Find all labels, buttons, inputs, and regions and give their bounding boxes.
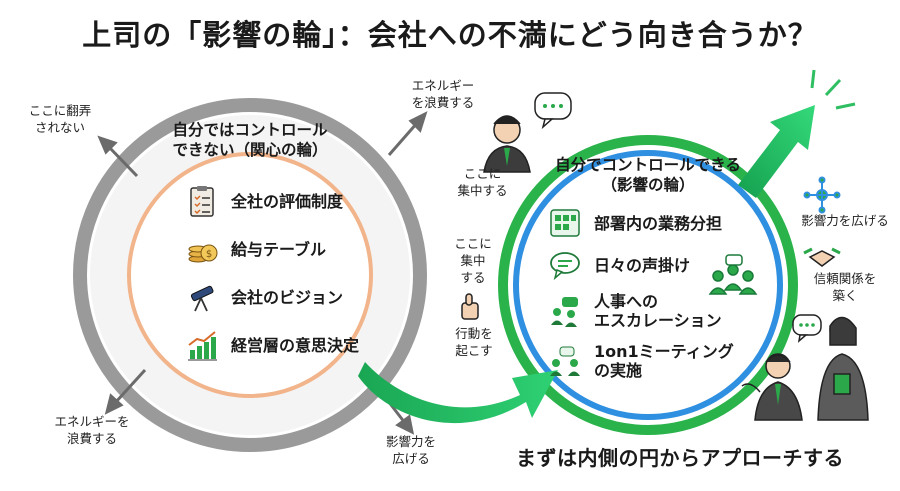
influence-item-label-line2: エスカレーション xyxy=(594,311,722,330)
influence-title-line1: 自分でコントロールできる xyxy=(555,156,741,174)
influence-circle-title: 自分でコントロールできる （影響の輪） xyxy=(553,155,743,195)
annotation-right-mid: 信頼関係を 築く xyxy=(795,270,895,304)
annotation-line: 集中する xyxy=(457,183,508,198)
influence-item-label: 人事への エスカレーション xyxy=(594,292,722,330)
speech-bubble-icon xyxy=(550,252,580,281)
team-illustration xyxy=(741,316,869,421)
annotation-action: 行動を 起こす xyxy=(449,325,499,359)
influence-item-label: 部署内の業務分担 xyxy=(594,213,723,233)
concern-item: 会社のビジョン xyxy=(185,273,395,321)
influence-item-label-line1: 1on1ミーティング xyxy=(594,342,734,361)
concern-circle-title: 自分ではコントロール できない（関心の輪） xyxy=(150,120,350,160)
influence-item: 部署内の業務分担 xyxy=(548,202,738,244)
annotation-line: 信頼関係を xyxy=(813,271,877,286)
growth-chart-icon xyxy=(188,331,217,361)
annotation-line: 浪費する xyxy=(66,431,117,446)
annotation-line: エネルギーを xyxy=(54,414,130,429)
meeting-group-icon xyxy=(708,254,758,295)
influence-item-label: 1on1ミーティング の実施 xyxy=(594,342,734,380)
concern-item-label: 給与テーブル xyxy=(231,239,327,259)
influence-item: 人事への エスカレーション xyxy=(548,286,738,336)
annotation-line: 広げる xyxy=(392,451,430,466)
influence-item-label-line2: の実施 xyxy=(594,361,643,380)
coin-stack-icon: $ xyxy=(188,244,218,263)
annotation-line: ここに翻弄 xyxy=(28,103,92,118)
annotation-focus-2: ここに 集中 する xyxy=(448,235,498,286)
task-board-icon xyxy=(550,209,580,237)
annotation-line: されない xyxy=(34,120,85,135)
bottom-message: まずは内側の円からアプローチする xyxy=(516,446,844,470)
network-icon xyxy=(803,176,841,214)
influence-item-label-line1: 人事への xyxy=(594,292,659,311)
page-title: 上司の「影響の輪」：会社への不満にどう向き合うか？ xyxy=(82,18,818,52)
growth-arrow xyxy=(738,105,815,198)
clipboard-checklist-icon xyxy=(190,186,214,217)
one-on-one-icon xyxy=(550,346,580,376)
annotation-top-left: ここに翻弄 されない xyxy=(20,102,100,136)
concern-item-label: 全社の評価制度 xyxy=(231,191,344,211)
thumbs-up-icon xyxy=(461,293,479,320)
escalation-people-icon xyxy=(551,297,578,327)
telescope-icon xyxy=(190,285,214,312)
annotation-line: ここに xyxy=(463,166,502,181)
annotation-bottom-mid: 影響力を 広げる xyxy=(373,433,449,467)
handshake-icon xyxy=(803,247,841,267)
influence-item-list: 部署内の業務分担 日々の声掛け 人事への エスカレーション xyxy=(548,202,738,386)
annotation-line: 集中 xyxy=(460,253,486,268)
concern-item: $ 給与テーブル xyxy=(185,225,395,273)
annotation-line: 築く xyxy=(832,288,858,303)
annotation-line: 影響力を xyxy=(385,434,436,449)
concern-title-line1: 自分ではコントロール xyxy=(172,121,328,139)
annotation-line: エネルギー xyxy=(411,78,475,93)
annotation-line: ここに xyxy=(454,236,492,251)
concern-outer-ring xyxy=(73,98,427,452)
annotation-focus-1: ここに 集中する xyxy=(455,165,510,199)
annotation-bottom-left: エネルギーを 浪費する xyxy=(42,413,142,447)
annotation-right-top: 影響力を広げる xyxy=(801,213,889,228)
influence-item-label: 日々の声掛け xyxy=(594,255,691,275)
influence-item: 1on1ミーティング の実施 xyxy=(548,336,738,386)
concern-item-label: 会社のビジョン xyxy=(231,287,344,307)
growth-sparks xyxy=(810,69,856,110)
concern-item-list: 全社の評価制度 $ 給与テーブル 会社のビジョン xyxy=(185,177,395,369)
concern-inner-ring xyxy=(127,152,373,398)
businessman-illustration xyxy=(483,115,531,173)
speech-bubble-icon xyxy=(534,92,572,130)
concern-item-label: 経営層の意思決定 xyxy=(231,335,360,355)
annotation-line: 起こす xyxy=(455,343,493,358)
concern-title-line2: できない（関心の輪） xyxy=(172,141,328,159)
influence-inner-ring xyxy=(513,150,783,420)
influence-title-line2: （影響の輪） xyxy=(601,176,695,194)
annotation-line: を浪費する xyxy=(411,95,475,110)
annotation-top-mid: エネルギー を浪費する xyxy=(402,77,484,111)
concern-item: 経営層の意思決定 xyxy=(185,321,395,369)
speech-bubble-icon xyxy=(792,314,822,343)
annotation-line: する xyxy=(460,270,486,285)
concern-item: 全社の評価制度 xyxy=(185,177,395,225)
svg-text:$: $ xyxy=(206,249,212,260)
connecting-arrow xyxy=(358,362,558,424)
influence-item: 日々の声掛け xyxy=(548,244,738,286)
annotation-line: 行動を xyxy=(455,326,493,341)
